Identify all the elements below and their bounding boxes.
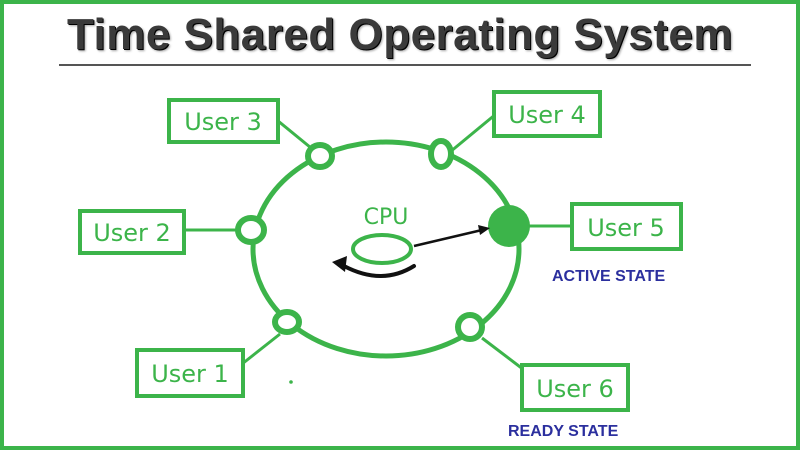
node-user-6 <box>455 312 485 342</box>
arrow-head-icon <box>478 225 490 235</box>
user-box-5: User 5 <box>570 202 683 251</box>
stray-dot <box>289 380 293 384</box>
node-user-3 <box>305 142 335 170</box>
user-box-4: User 4 <box>492 90 602 138</box>
title-underline <box>59 64 751 66</box>
node-user-1 <box>272 309 302 335</box>
user-label-5: User 5 <box>587 214 665 242</box>
user-label-2: User 2 <box>93 219 171 247</box>
ready-state-label: READY STATE <box>508 423 619 440</box>
scheduler-ring <box>250 139 522 359</box>
user-label-3: User 3 <box>184 108 262 136</box>
user-box-1: User 1 <box>135 348 245 398</box>
connector-user-1 <box>241 332 281 366</box>
node-user-5-active <box>488 205 530 247</box>
user-label-6: User 6 <box>536 375 614 403</box>
active-state-label: ACTIVE STATE <box>552 268 666 285</box>
user-label-4: User 4 <box>508 101 586 129</box>
time-sharing-diagram: CPU User 3 User 4 User 2 User 5 User 1 <box>78 90 683 440</box>
user-box-6: User 6 <box>520 363 630 412</box>
diagram-title: Time Shared Operating System <box>66 10 734 59</box>
user-box-3: User 3 <box>167 98 280 144</box>
cpu-to-active-arrow <box>413 228 483 248</box>
cpu-icon <box>351 233 413 265</box>
user-label-1: User 1 <box>151 360 229 388</box>
rotation-arrow <box>342 264 416 278</box>
node-user-2 <box>235 215 267 245</box>
connector-user-4 <box>449 112 497 154</box>
rotation-arrow-head-icon <box>332 256 347 272</box>
user-box-2: User 2 <box>78 209 186 255</box>
cpu-label: CPU <box>364 205 409 230</box>
node-user-4 <box>428 138 454 170</box>
